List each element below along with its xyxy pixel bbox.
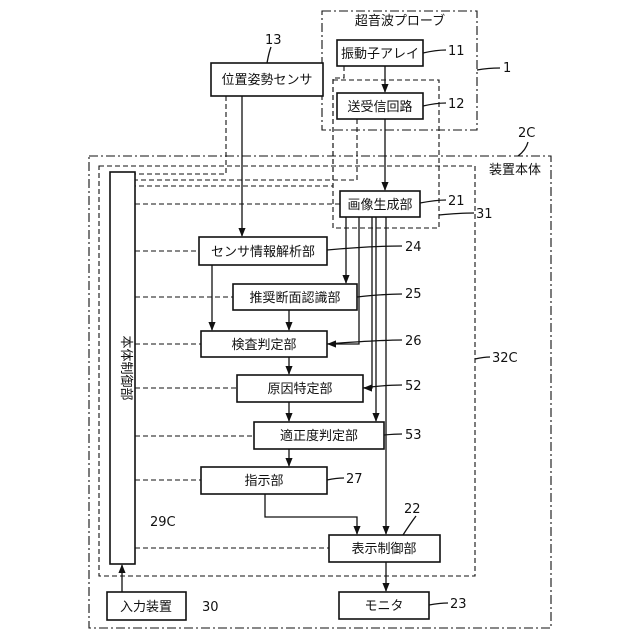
display-control-label: 表示制御部 [351, 542, 416, 557]
ref-30: 30 [202, 600, 219, 615]
ref-24: 24 [405, 240, 422, 255]
leader-1 [477, 68, 500, 70]
instruction-label: 指示部 [244, 474, 283, 489]
leader-27 [327, 478, 344, 480]
control-line-txrx [135, 119, 357, 180]
leader-53 [384, 434, 402, 435]
appropriateness-judge-label: 適正度判定部 [280, 428, 358, 444]
txrx-circuit-label: 送受信回路 [347, 99, 412, 115]
leader-21 [420, 200, 446, 203]
leader-25 [357, 294, 402, 297]
ref-26: 26 [405, 334, 422, 349]
leader-22 [403, 516, 416, 535]
leader-13 [267, 47, 271, 63]
ref-21: 21 [448, 194, 465, 209]
transducer-array-label: 振動子アレイ [341, 47, 419, 62]
arrow-image-gen-to-inspection [328, 217, 359, 344]
leader-12 [423, 103, 446, 106]
ref-13: 13 [265, 33, 282, 48]
pose-sensor-label: 位置姿勢センサ [221, 72, 312, 88]
arrow-instruction-to-display-control [265, 494, 357, 534]
input-device-label: 入力装置 [120, 600, 172, 615]
recommended-section-label: 推奨断面認識部 [249, 290, 340, 306]
ref-25: 25 [405, 287, 422, 302]
ref-23: 23 [450, 597, 467, 612]
leader-2c [518, 142, 528, 156]
ref-2c: 2C [518, 126, 535, 141]
ref-52: 52 [405, 379, 422, 394]
leader-23 [429, 603, 448, 605]
leader-32c [475, 357, 490, 359]
leader-11 [423, 50, 446, 53]
leader-31 [439, 213, 474, 215]
leader-26 [327, 340, 402, 344]
ref-22: 22 [404, 502, 421, 517]
main-control-label: 本体制御部 [118, 335, 133, 400]
probe-title-label: 超音波プローブ [355, 13, 445, 29]
ref-32c: 32C [492, 351, 518, 366]
leader-52 [363, 385, 402, 388]
inspection-judge-label: 検査判定部 [231, 338, 296, 353]
ref-27: 27 [346, 472, 363, 487]
ref-29c: 29C [150, 515, 176, 530]
main-body-label: 装置本体 [489, 163, 541, 178]
arrow-image-gen-to-cause [364, 217, 372, 388]
leader-24 [327, 246, 402, 250]
ref-1: 1 [503, 61, 511, 76]
control-line-pose-sensor [135, 96, 226, 174]
monitor-label: モニタ [364, 599, 403, 614]
ref-53: 53 [405, 428, 422, 443]
cause-identify-label: 原因特定部 [267, 382, 332, 397]
ref-31: 31 [476, 207, 493, 222]
ref-12: 12 [448, 97, 465, 112]
ref-11: 11 [448, 44, 465, 59]
sensor-analysis-label: センサ情報解析部 [211, 245, 315, 260]
image-generator-label: 画像生成部 [347, 198, 412, 213]
